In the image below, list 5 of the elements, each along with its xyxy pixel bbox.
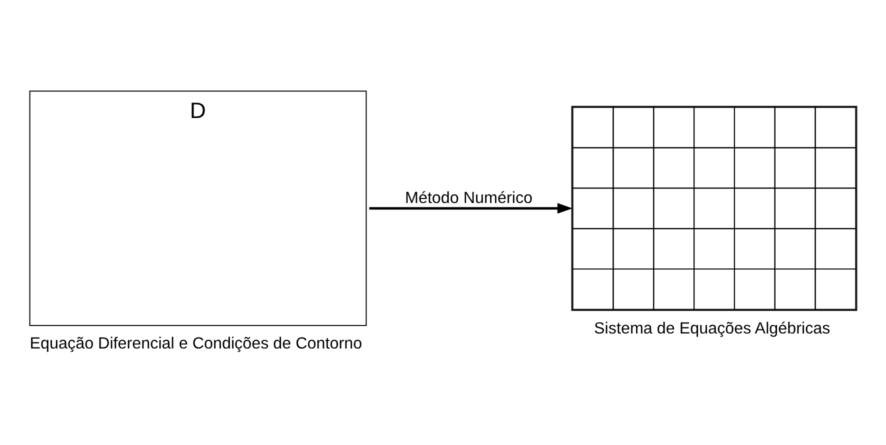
node-box: D <box>29 90 367 326</box>
node-label: Sistema de Equações Algébricas <box>594 319 830 338</box>
node-label: Equação Diferencial e Condições de Contorno <box>30 334 362 353</box>
arrow <box>369 203 573 214</box>
edge-label: Método Numérico <box>405 189 533 208</box>
